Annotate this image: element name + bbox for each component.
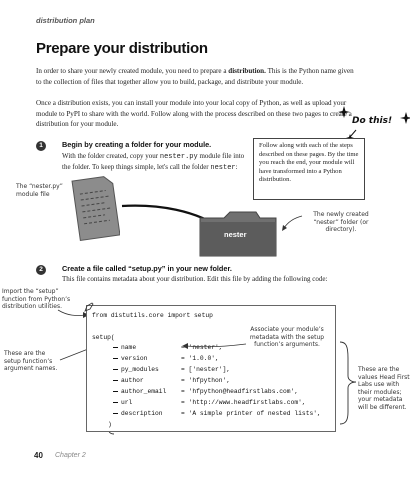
step-1-filename: nester.py [159,153,198,161]
folder-icon [199,211,277,257]
annotation-associate: Associate your module’s metadata with th… [249,326,325,348]
annotation-arg-names: These are the setup function’s argument … [4,350,58,372]
code-arg-name: name [121,344,137,351]
sidebar-note: Follow along with each of the steps desc… [253,138,365,200]
step-1-text: With the folder created, copy your neste… [62,152,245,172]
step-1-text-b: module file into the folder. To keep thi… [62,152,245,171]
intro-p1-start: In order to share your newly created mod… [36,67,227,75]
intro-paragraph-1: In order to share your newly created mod… [36,66,354,87]
step-2-badge: 2 [36,265,46,275]
code-arg-value: = 'hfpython@headfirstlabs.com', [181,388,299,395]
step-1-folder-name: nester [210,164,236,172]
annotation-values: These are the values Head First Labs use… [358,366,410,411]
annotation-import-setup: Import the “setup” function from Python’… [2,288,71,310]
step-2-text: This file contains metadata about your d… [62,275,328,283]
intro-p1-end: This is the Python name given to the col… [36,67,354,86]
step-1-text-a: With the folder created, copy your [62,152,159,160]
code-setup-close: ) [108,421,112,428]
associate-arrow-icon [182,343,247,349]
intro-p1-bold: distribution. [228,67,266,75]
code-arg-value: = 'A simple printer of nested lists', [181,410,321,417]
pencil-icon [84,302,94,312]
folder-annotation-arrow-icon [282,215,303,231]
annotation-nester-py: The “nester.py” module file [16,183,63,198]
code-arg-name: author_email [121,388,167,395]
code-arg-name: url [121,399,133,406]
code-block [86,305,336,432]
code-setup-open: setup( [92,334,115,341]
step-1-title: Begin by creating a folder for your modu… [62,140,212,149]
do-this-label: Do this! [352,116,393,126]
step-1-badge: 1 [36,141,46,151]
step-2-title: Create a file called “setup.py” in your … [62,264,232,273]
chapter-label: Chapter 2 [55,452,86,459]
file-icon [71,176,120,242]
code-arg-value: = '1.0.0', [181,355,219,362]
section-header: distribution plan [36,16,95,25]
code-arg-value: = 'nester', [181,344,223,351]
code-arg-value: = ['nester'], [181,366,231,373]
code-arg-value: = 'hfpython', [181,377,231,384]
intro-paragraph-2: Once a distribution exists, you can inst… [36,99,352,128]
page-title: Prepare your distribution [36,40,208,57]
folder-label: nester [224,230,247,239]
code-arg-value: = 'http://www.headfirstlabs.com', [181,399,306,406]
values-brace-icon [339,341,357,425]
code-arg-name: version [121,355,148,362]
page-number: 40 [34,451,43,460]
code-arg-name: description [121,410,163,417]
code-arg-name: py_modules [121,366,159,373]
annotation-new-folder: The newly created “nester” folder (or di… [313,211,369,233]
code-import-line: from distutils.core import setup [92,312,213,319]
code-arg-name: author [121,377,144,384]
